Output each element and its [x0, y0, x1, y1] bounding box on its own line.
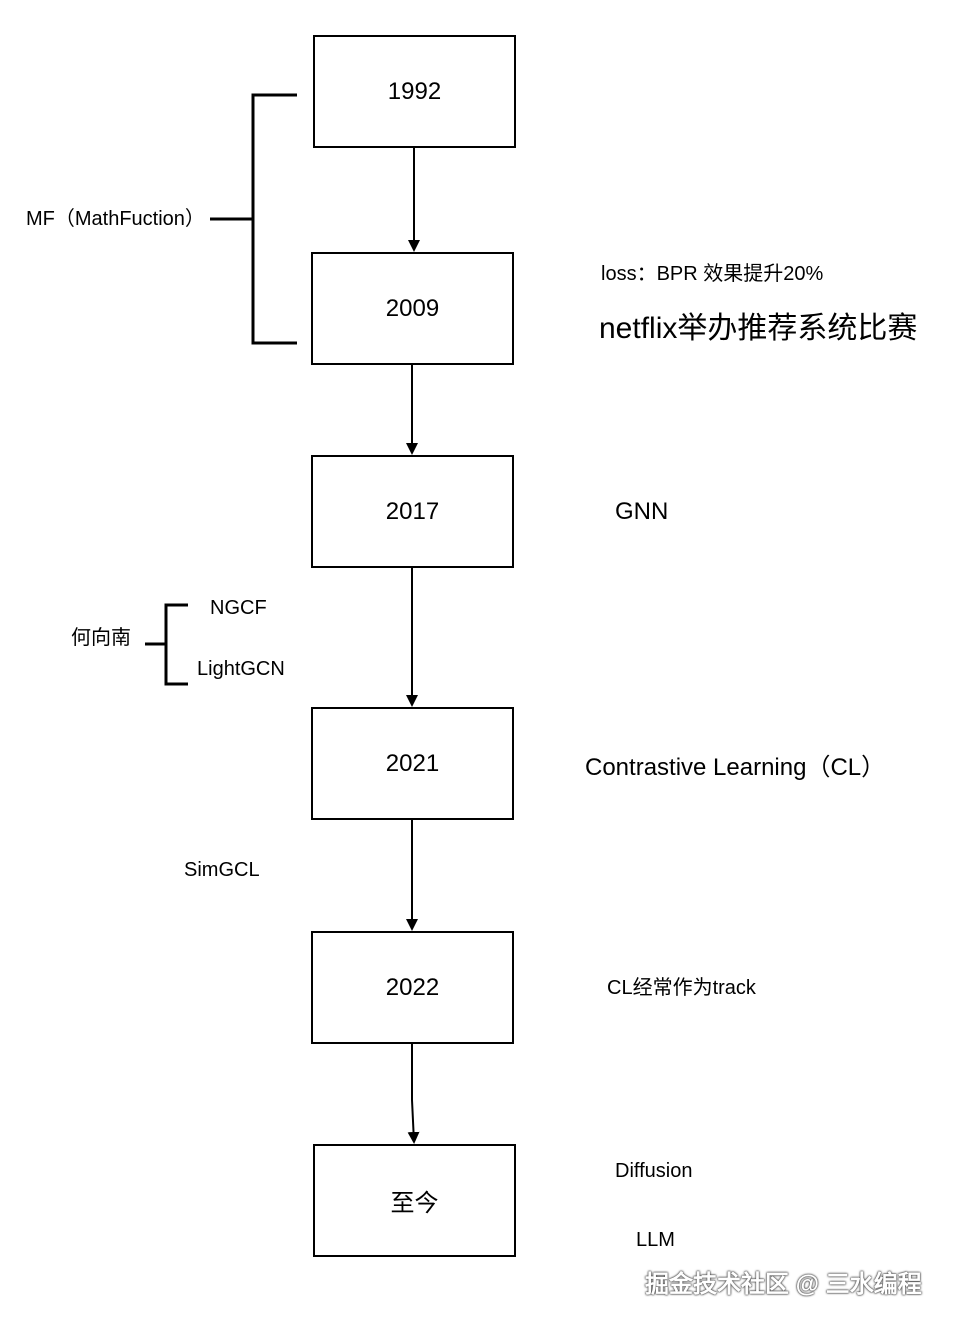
llm-label: LLM — [636, 1229, 675, 1251]
ngcf-label: NGCF — [210, 597, 267, 619]
node-label: 1992 — [387, 77, 442, 105]
node-label: 2022 — [385, 973, 440, 1001]
he-xiangnan-label: 何向南 — [71, 627, 131, 649]
node-2021: 2021 — [311, 707, 514, 820]
node-2022: 2022 — [311, 931, 514, 1044]
lightgcn-label: LightGCN — [197, 658, 285, 680]
mf-label: MF（MathFuction） — [26, 208, 205, 230]
gnn-label: GNN — [615, 498, 669, 525]
mf-bracket — [210, 93, 297, 345]
node-label: 2021 — [385, 749, 440, 777]
node-label: 2009 — [385, 294, 440, 322]
node-2009: 2009 — [311, 252, 514, 365]
watermark: 掘金技术社区 @ 三水编程 — [645, 1271, 922, 1298]
netflix-label: netflix举办推荐系统比赛 — [599, 312, 918, 345]
arrow-2022-now — [407, 1044, 420, 1144]
cl-track-label: CL经常作为track — [607, 977, 756, 999]
loss-bpr-label: loss：BPR 效果提升20% — [601, 263, 824, 285]
node-label: 至今 — [390, 1190, 439, 1217]
diffusion-label: Diffusion — [615, 1160, 693, 1182]
node-2017: 2017 — [311, 455, 514, 568]
contrastive-label: Contrastive Learning（CL） — [585, 754, 886, 781]
node-now: 至今 — [313, 1144, 516, 1257]
node-1992: 1992 — [313, 35, 516, 148]
node-label: 2017 — [385, 497, 440, 525]
simgcl-label: SimGCL — [184, 859, 260, 881]
he-xiangnan-bracket — [145, 603, 188, 686]
